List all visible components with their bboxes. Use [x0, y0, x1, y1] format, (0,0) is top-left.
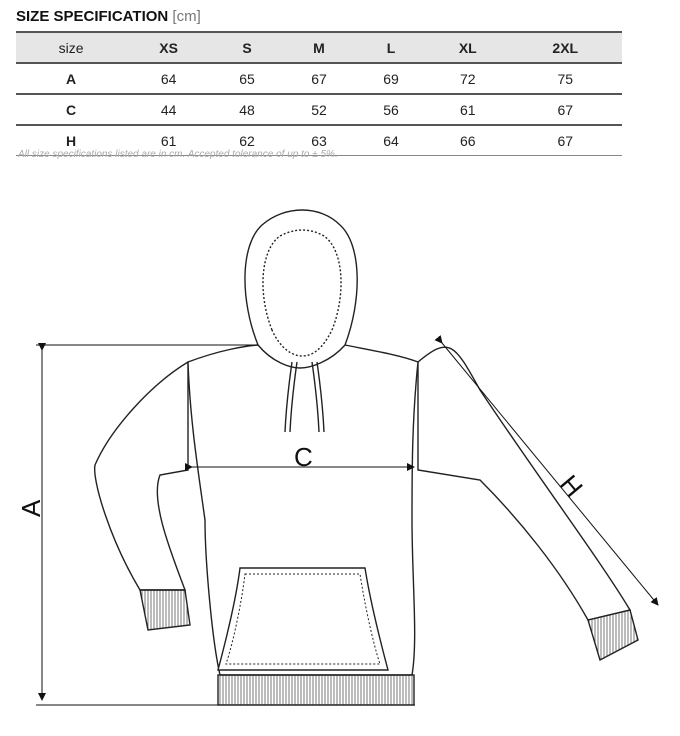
left-sleeve	[93, 360, 189, 591]
cell: 67	[283, 63, 356, 95]
waistband	[217, 674, 415, 706]
cell: 67	[508, 94, 622, 126]
cell: H	[16, 125, 127, 156]
cell: 64	[126, 63, 211, 95]
kangaroo-pocket	[217, 567, 389, 671]
cell: A	[16, 63, 127, 95]
unit-label: [cm]	[172, 8, 201, 25]
header-cell: XS	[126, 31, 211, 64]
header-cell: size	[16, 31, 127, 64]
cell: 44	[126, 94, 211, 126]
cell: 75	[508, 63, 622, 95]
tolerance-note: All size specifications listed are in cm…	[18, 149, 338, 160]
cell: 63	[283, 125, 356, 156]
cell: 66	[427, 125, 509, 156]
cell: 56	[355, 94, 428, 126]
table-header-row: size XS S M L XL 2XL	[16, 31, 622, 64]
header-cell: S	[210, 31, 283, 64]
cell: 48	[210, 94, 283, 126]
page-title: SIZE SPECIFICATION [cm]	[16, 8, 201, 25]
cell: 62	[210, 125, 283, 156]
cell: 61	[126, 125, 211, 156]
right-sleeve	[417, 346, 632, 621]
header-cell: 2XL	[508, 31, 622, 64]
hood-opening	[262, 229, 342, 357]
cell: 67	[508, 125, 622, 156]
hoodie-outline	[93, 209, 639, 706]
cell: 69	[355, 63, 428, 95]
header-cell: XL	[427, 31, 509, 64]
cell: C	[16, 94, 127, 126]
label-c: C	[294, 442, 313, 472]
header-cell: L	[355, 31, 428, 64]
drawstring-right	[311, 361, 325, 433]
drawstring-left	[284, 361, 298, 433]
left-cuff	[139, 589, 191, 631]
cell: 65	[210, 63, 283, 95]
cell: 52	[283, 94, 356, 126]
right-cuff	[587, 609, 639, 662]
header-cell: M	[283, 31, 356, 64]
label-a: A	[16, 499, 46, 517]
cell: 64	[355, 125, 428, 156]
cell: 61	[427, 94, 509, 126]
dimension-line-h	[434, 335, 659, 606]
cell: 72	[427, 63, 509, 95]
label-h: H	[554, 469, 589, 503]
